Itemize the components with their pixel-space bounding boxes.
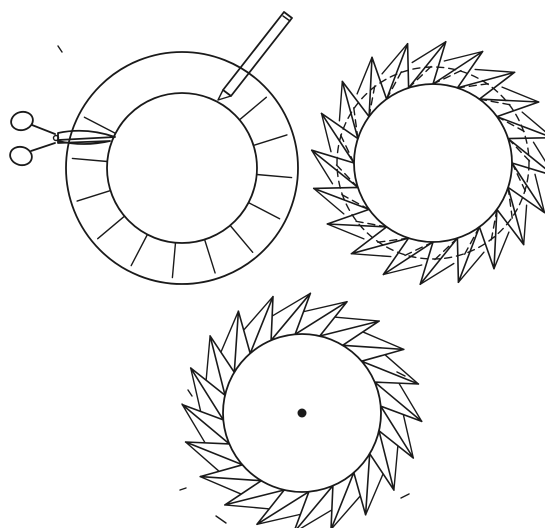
- step2-inner-circle: [354, 84, 512, 242]
- tooth-crease: [351, 254, 390, 257]
- cut-line: [72, 158, 107, 161]
- tooth-crease: [225, 505, 269, 509]
- cut-line: [254, 135, 287, 146]
- tooth-crease: [475, 69, 514, 72]
- step2-folded-ring: [312, 42, 545, 285]
- cut-line: [172, 243, 175, 278]
- cut-line: [240, 97, 267, 120]
- cut-line: [257, 175, 292, 178]
- step1-segment-lines: [72, 97, 291, 277]
- tooth-crease: [206, 336, 210, 380]
- tooth-crease: [394, 447, 398, 491]
- step1-inner-circle: [107, 93, 257, 243]
- pin-icon: [298, 409, 307, 418]
- step3-pinwheel: [180, 293, 422, 528]
- cut-line: [98, 216, 125, 239]
- tooth-crease: [524, 205, 527, 244]
- cut-line: [77, 191, 110, 202]
- step1-marked-ring: [8, 12, 298, 284]
- tooth-crease: [336, 317, 380, 321]
- step1-outer-circle: [66, 52, 298, 284]
- tooth-crease: [339, 81, 342, 120]
- pencil-icon: [218, 12, 292, 100]
- scissors-icon: [8, 109, 115, 167]
- cut-line: [230, 226, 253, 253]
- cut-line: [205, 240, 216, 273]
- cut-line: [249, 203, 280, 219]
- mark: [58, 46, 62, 52]
- cut-line: [131, 235, 147, 266]
